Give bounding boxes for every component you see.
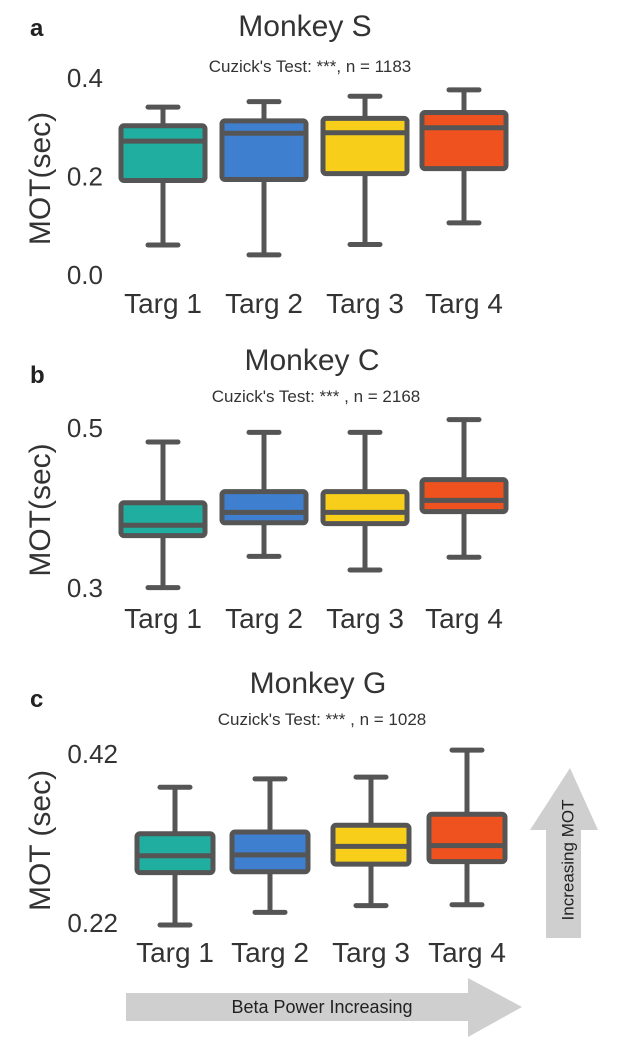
panel-a: a Monkey S Cuzick's Test: ***, n = 1183MOT… — [24, 10, 509, 319]
x-tick-label: Targ 2 — [225, 288, 303, 319]
y-tick-label: 0.42 — [67, 739, 118, 769]
panels: a Monkey S Cuzick's Test: ***, n = 1183MOT… — [24, 10, 509, 968]
x-tick-label: Targ 4 — [428, 937, 506, 968]
beta-power-arrow-shape — [126, 978, 522, 1037]
y-axis-label: MOT(sec) — [24, 443, 57, 576]
box-4 — [419, 417, 509, 560]
box-body — [419, 110, 509, 172]
box-body — [219, 118, 309, 182]
box-2 — [219, 99, 309, 258]
box-2 — [229, 776, 311, 915]
x-tick-label: Targ 3 — [332, 937, 410, 968]
x-tick-label: Targ 2 — [231, 937, 309, 968]
box-body — [229, 829, 311, 875]
box-3 — [330, 774, 412, 909]
box-3 — [320, 93, 410, 247]
y-tick-label: 0.2 — [67, 161, 103, 191]
panel-letter: c — [30, 686, 43, 713]
x-tick-label: Targ 3 — [326, 288, 404, 319]
panel-subtitle: Cuzick's Test: *** , n = 2168 — [212, 387, 420, 406]
panel-letter: a — [30, 15, 44, 42]
box-body — [118, 500, 208, 539]
box-3 — [320, 429, 410, 573]
box-body — [419, 477, 509, 515]
x-tick-label: Targ 4 — [425, 603, 503, 634]
panel-b: b Monkey C Cuzick's Test: *** , n = 2168MO… — [24, 344, 509, 634]
increasing-mot-label: Increasing MOT — [558, 800, 577, 921]
panel-title: Monkey S — [238, 10, 371, 43]
box-body — [219, 489, 309, 526]
box-body — [426, 811, 508, 865]
panel-c: c Monkey G Cuzick's Test: *** , n = 1028MO… — [24, 667, 508, 968]
x-tick-label: Targ 2 — [225, 603, 303, 634]
y-axis-label: MOT(sec) — [24, 112, 57, 245]
y-tick-label: 0.4 — [67, 63, 103, 93]
y-tick-label: 0.3 — [67, 573, 103, 603]
box-2 — [219, 429, 309, 559]
box-1 — [134, 784, 216, 928]
panel-subtitle: Cuzick's Test: *** , n = 1028 — [218, 710, 426, 729]
increasing-mot-arrow: Increasing MOT — [530, 768, 598, 938]
x-tick-label: Targ 3 — [326, 603, 404, 634]
panel-title: Monkey G — [250, 667, 387, 700]
y-tick-label: 0.22 — [67, 908, 118, 938]
panel-title: Monkey C — [244, 344, 379, 377]
x-tick-label: Targ 1 — [124, 603, 202, 634]
box-body — [320, 115, 410, 177]
beta-power-arrow: Beta Power Increasing — [126, 978, 522, 1037]
x-tick-label: Targ 1 — [136, 937, 214, 968]
box-1 — [118, 104, 208, 248]
beta-power-label: Beta Power Increasing — [231, 997, 412, 1017]
increasing-mot-arrow-shape — [530, 768, 598, 938]
box-body — [320, 489, 410, 527]
y-tick-label: 0.5 — [67, 413, 103, 443]
panel-letter: b — [30, 362, 45, 389]
y-axis-label: MOT (sec) — [24, 770, 57, 911]
x-tick-label: Targ 1 — [124, 288, 202, 319]
box-1 — [118, 439, 208, 591]
box-body — [134, 831, 216, 876]
box-body — [118, 123, 208, 183]
panel-subtitle: Cuzick's Test: ***, n = 1183 — [209, 57, 411, 76]
y-tick-label: 0.0 — [67, 260, 103, 290]
x-tick-label: Targ 4 — [425, 288, 503, 319]
box-4 — [426, 747, 508, 908]
box-4 — [419, 87, 509, 226]
